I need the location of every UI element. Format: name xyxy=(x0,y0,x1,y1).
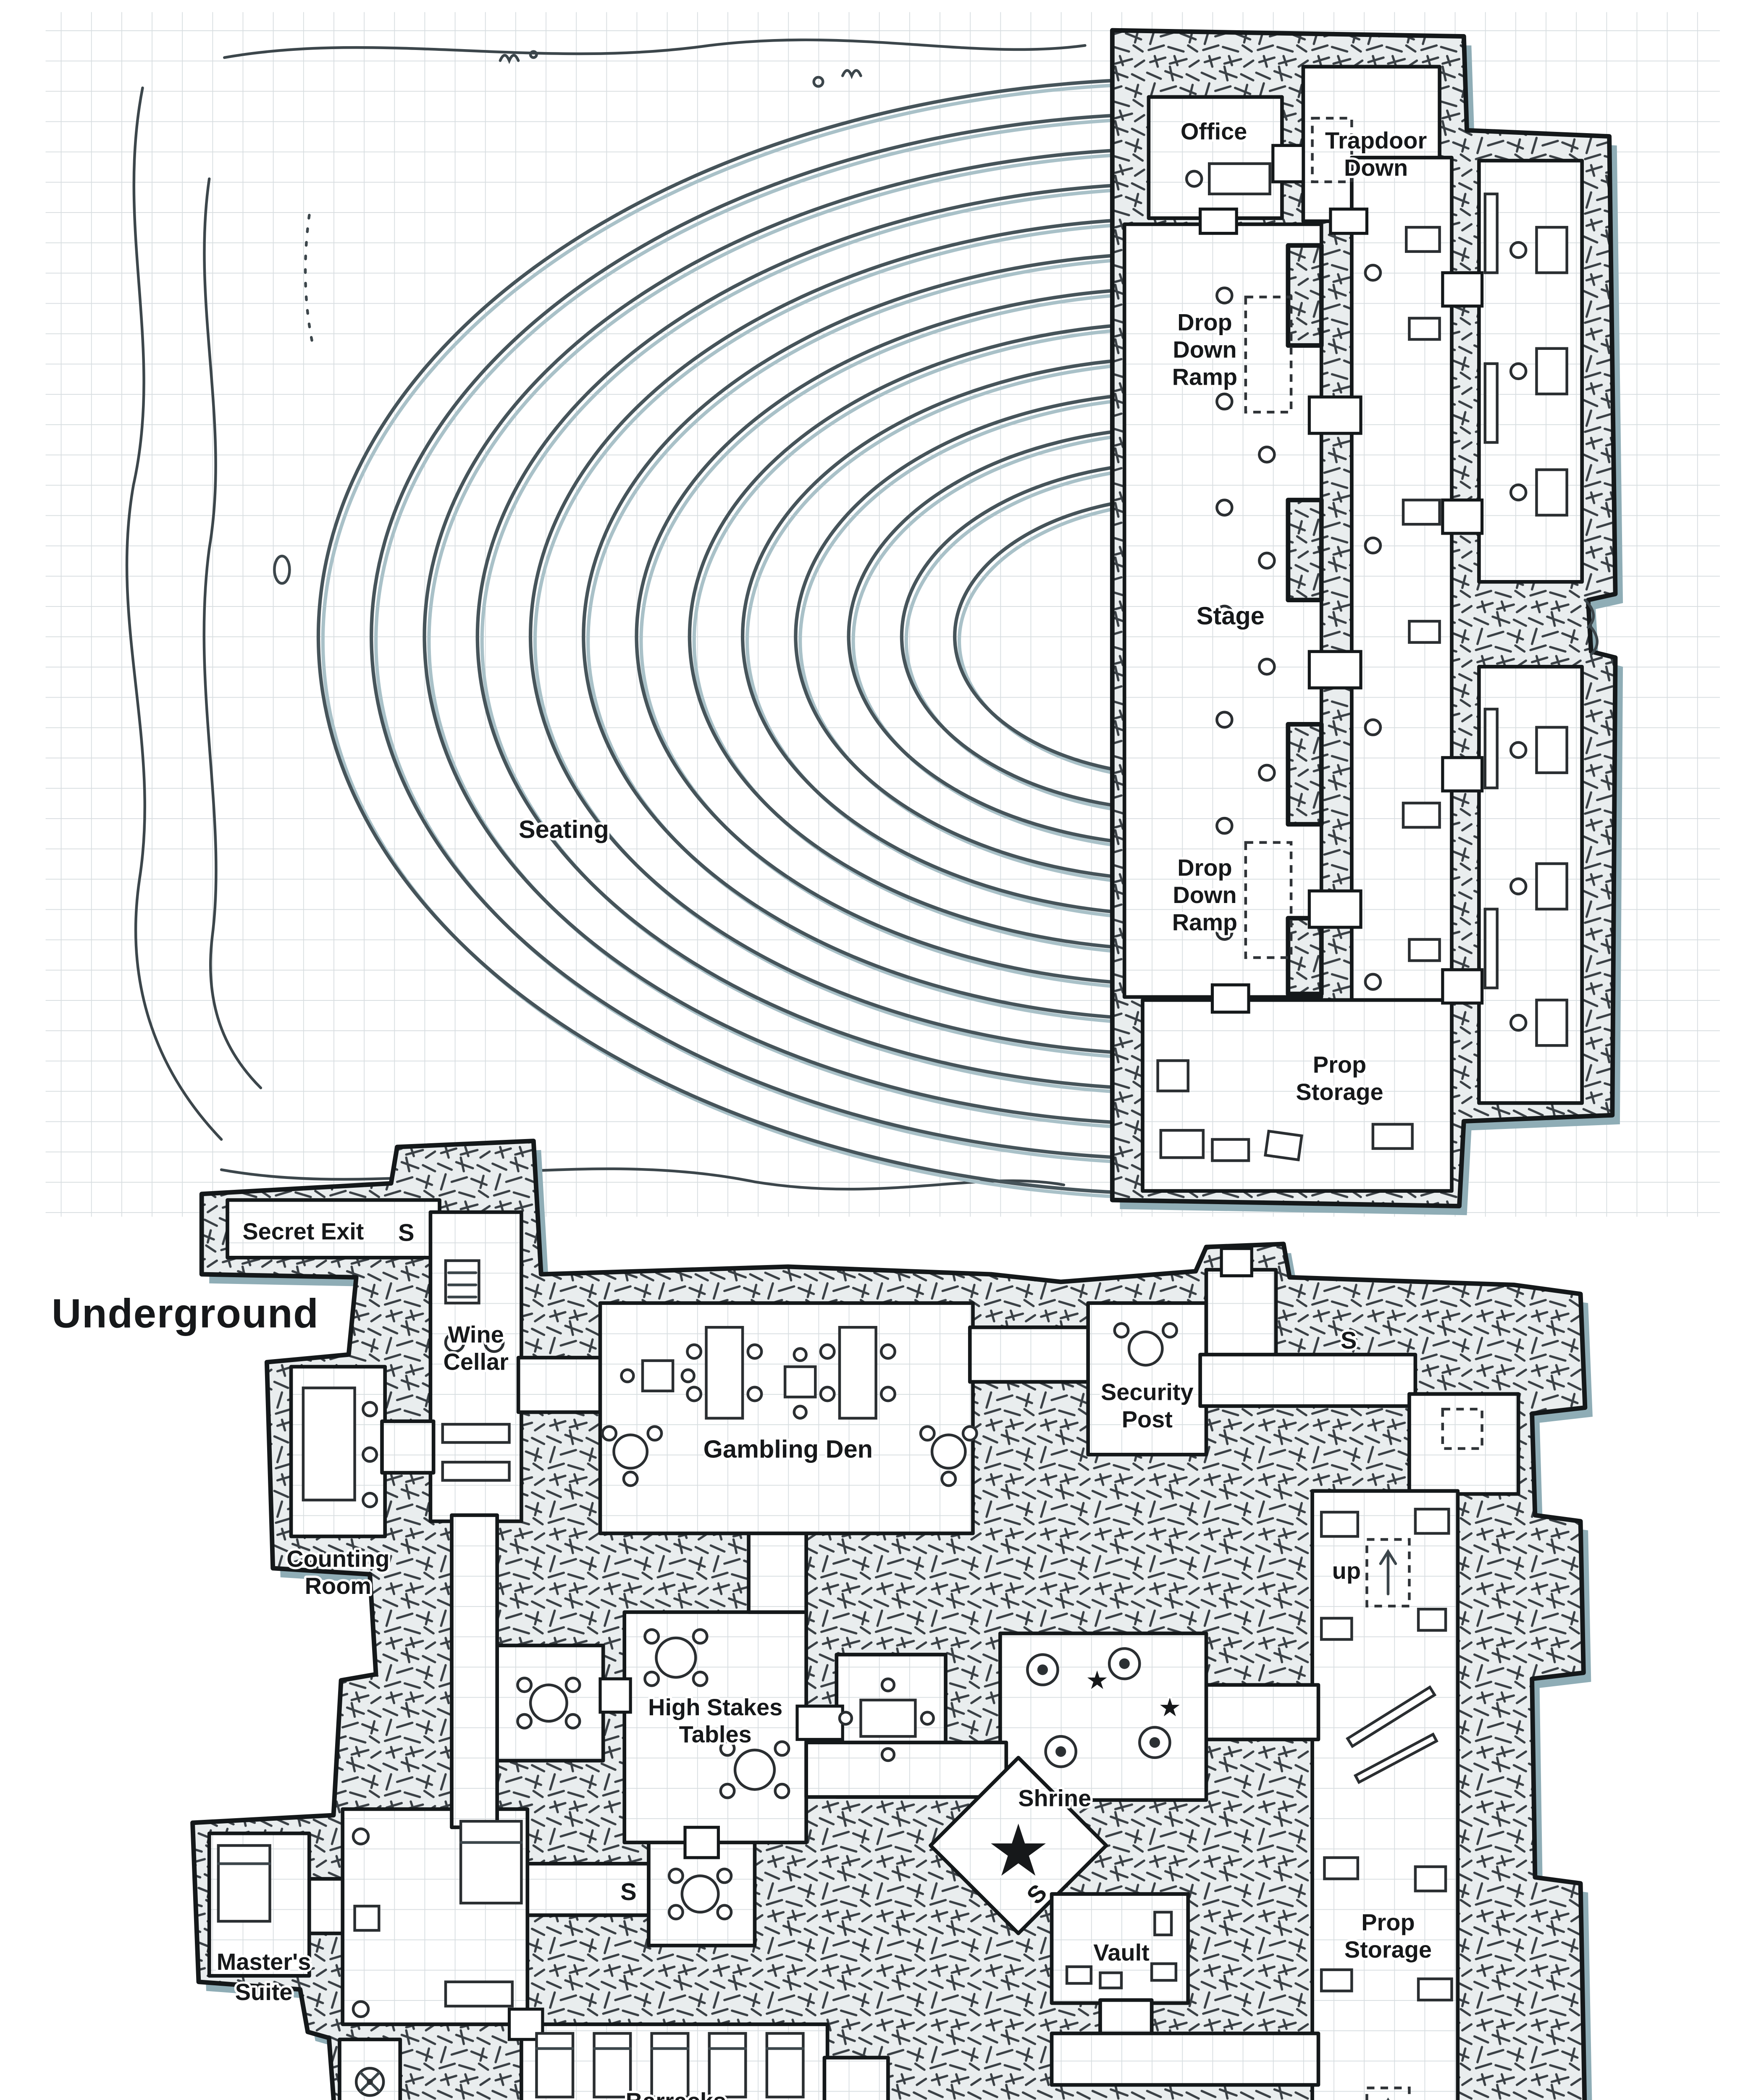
room-gambling-den xyxy=(598,1301,975,1536)
prop-storage-crates xyxy=(1156,1059,1414,1162)
high-stakes-furniture xyxy=(516,1628,935,1921)
corridor xyxy=(1198,1352,1418,1408)
label-prop-storage-1: Prop xyxy=(1313,1051,1366,1078)
secret-door-marker: S xyxy=(620,1879,637,1906)
label-barracks: Barracks xyxy=(626,2088,726,2100)
wheel-symbol xyxy=(354,2067,385,2097)
corridor xyxy=(516,1356,605,1414)
room-shrine xyxy=(929,1756,1108,1935)
label-stage: Stage xyxy=(1197,601,1265,630)
corridor xyxy=(525,1862,657,1917)
corridor xyxy=(1050,2032,1320,2087)
label-up-top: up xyxy=(1332,1557,1361,1584)
prop-storage-ug-furniture xyxy=(1320,1407,1483,2100)
corridor xyxy=(307,1877,345,1935)
counting-room-furniture xyxy=(302,1386,378,1508)
shrine-star-icon: ★ xyxy=(990,1816,1047,1887)
stairs-up-top xyxy=(1365,1538,1411,1608)
surface-door xyxy=(1220,1247,1253,1278)
vestibule-hatch xyxy=(1441,1407,1483,1450)
label-security-1: Security xyxy=(1101,1378,1194,1405)
label-ramp2-2: Down xyxy=(1173,882,1236,908)
office-furniture xyxy=(1185,162,1271,196)
drop-ramp-lower-icon xyxy=(1244,841,1293,959)
label-ramp1-2: Down xyxy=(1173,336,1236,362)
drop-ramp-upper-icon xyxy=(1244,295,1293,414)
page-title: Underground xyxy=(52,1290,319,1336)
wine-cellar-furniture xyxy=(441,1259,511,1482)
backstage-furniture xyxy=(1364,226,1441,991)
label-counting-1: Counting xyxy=(286,1545,389,1572)
secret-door-marker: S xyxy=(1341,1327,1357,1354)
label-gambling-den: Gambling Den xyxy=(704,1435,873,1463)
stairs-up-bottom xyxy=(1365,2087,1411,2100)
vault-furniture xyxy=(1065,1911,1178,1990)
label-high-stakes-2: Tables xyxy=(679,1721,752,1748)
corridor xyxy=(450,1513,499,1830)
secret-door-marker: S xyxy=(398,1220,415,1247)
label-masters-1: Master's xyxy=(217,1948,311,1975)
label-seating: Seating xyxy=(519,815,609,843)
corridor xyxy=(804,1740,1008,1799)
corridor xyxy=(1098,1998,1154,2038)
label-security-2: Post xyxy=(1122,1406,1173,1432)
label-ramp2-1: Drop xyxy=(1177,854,1232,881)
stage-pilasters xyxy=(1286,243,1324,996)
label-ramp1-1: Drop xyxy=(1177,309,1232,335)
theater-doors xyxy=(1198,144,1484,1014)
corridor xyxy=(1198,1683,1320,1741)
room-vestibule xyxy=(1407,1392,1520,1496)
label-wine-cellar-1: Wine xyxy=(448,1321,504,1347)
label-prop-ug-2: Storage xyxy=(1344,1936,1432,1963)
label-prop-ug-1: Prop xyxy=(1361,1909,1415,1935)
corridor xyxy=(747,1531,808,1614)
label-high-stakes-1: High Stakes xyxy=(648,1694,782,1720)
room-security-post xyxy=(1086,1301,1208,1457)
room-office xyxy=(1147,95,1284,220)
stage-floor-sockets xyxy=(1215,286,1276,941)
corridor-surface-stub xyxy=(1204,1268,1278,1362)
corridor xyxy=(380,1419,436,1475)
corridor xyxy=(968,1325,1093,1384)
dressing-room-furniture xyxy=(1483,192,1568,1047)
barracks-furniture xyxy=(535,2032,805,2099)
terrain-edges xyxy=(125,38,1087,1205)
room-high-stakes xyxy=(622,1610,808,1845)
label-office: Office xyxy=(1181,118,1247,144)
label-ramp1-3: Ramp xyxy=(1172,363,1237,390)
corridor xyxy=(822,2055,890,2100)
seating-arcs xyxy=(317,78,1121,1199)
label-vault: Vault xyxy=(1093,1939,1150,1966)
gambling-den-furniture xyxy=(601,1326,978,1487)
wall-break xyxy=(1583,598,1599,656)
label-secret-exit: Secret Exit xyxy=(242,1218,364,1244)
underground-section: ★ ★ ★ xyxy=(190,1139,1593,2100)
security-post-furniture xyxy=(1113,1322,1178,1367)
label-trapdoor-2: Down xyxy=(1344,154,1408,181)
theater-building: Office Trapdoor Down Drop Down Ramp Drop… xyxy=(1110,28,1623,1215)
label-prop-storage-2: Storage xyxy=(1296,1079,1383,1105)
label-shrine: Shrine xyxy=(1018,1785,1091,1811)
poker-room-furniture: ★ ★ xyxy=(1026,1647,1182,1768)
underground-doors xyxy=(507,1677,844,2041)
label-wine-cellar-2: Cellar xyxy=(443,1348,508,1375)
star-icon: ★ xyxy=(1160,1695,1180,1720)
label-masters-2: Suite xyxy=(235,1979,293,2005)
label-trapdoor-1: Trapdoor xyxy=(1325,127,1427,154)
label-ramp2-3: Ramp xyxy=(1172,909,1237,935)
masters-suite-furniture xyxy=(217,1820,523,2018)
label-counting-2: Room xyxy=(305,1572,371,1599)
star-icon: ★ xyxy=(1087,1668,1108,1693)
